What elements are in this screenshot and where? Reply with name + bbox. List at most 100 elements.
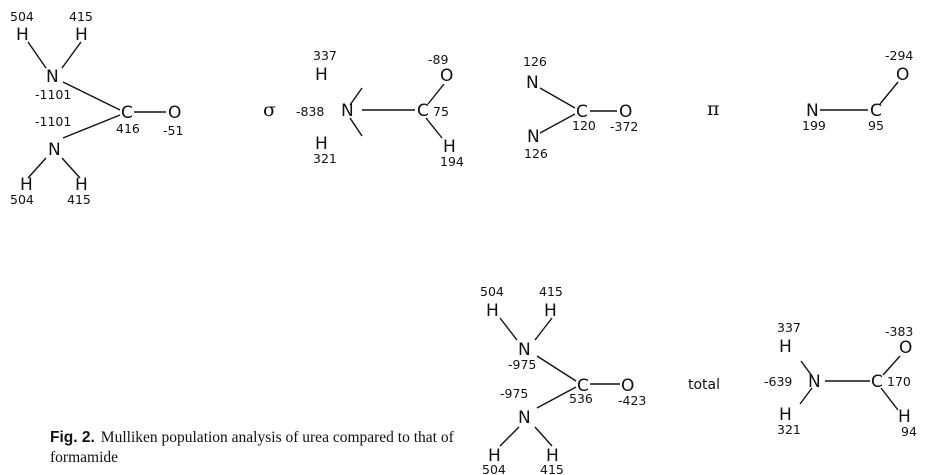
formamide-total-o-charge: -383	[885, 324, 913, 339]
urea-total-h2b-charge: 415	[540, 462, 564, 475]
bond	[62, 114, 121, 139]
formamide-sigma-c-charge: 75	[433, 104, 449, 119]
atom-h: H	[315, 65, 328, 85]
total-label: total	[688, 377, 720, 393]
urea-pi: 126 N C O 120 -372 N 126	[523, 54, 638, 161]
bond	[349, 117, 363, 137]
atom-o: O	[896, 65, 909, 85]
atom-c: C	[576, 102, 588, 122]
caption-text: Mulliken population analysis of urea com…	[50, 429, 454, 466]
atom-n: N	[341, 101, 354, 121]
urea-total-h1b-charge: 415	[539, 284, 563, 299]
atom-n: N	[518, 340, 531, 360]
urea-sigma-h1b-charge: 415	[69, 9, 93, 24]
formamide-pi-o-charge: -294	[885, 48, 913, 63]
atom-h: H	[488, 446, 501, 466]
atom-c: C	[871, 372, 883, 392]
formamide-total-c-charge: 170	[887, 374, 911, 389]
formamide-pi: -294 O N C 199 95	[802, 48, 913, 133]
bond	[27, 157, 47, 179]
formamide-pi-n-charge: 199	[802, 118, 826, 133]
bond	[499, 317, 518, 341]
figure-number: Fig. 2.	[50, 429, 95, 446]
atom-o: O	[899, 338, 912, 358]
urea-sigma-h2b-charge: 415	[67, 192, 91, 207]
formamide-sigma-h2-charge: 321	[313, 151, 337, 166]
atom-n: N	[806, 101, 819, 121]
urea-sigma-n2-charge: -1101	[35, 114, 71, 129]
bond	[425, 117, 443, 139]
atom-h: H	[544, 301, 557, 321]
bond	[61, 157, 81, 179]
atom-h: H	[16, 25, 29, 45]
urea-total-n2-charge: -975	[500, 386, 528, 401]
atom-o: O	[440, 66, 453, 86]
urea-pi-n1-charge: 126	[523, 54, 547, 69]
urea-pi-c-charge: 120	[572, 118, 596, 133]
atom-n: N	[527, 127, 540, 147]
bond	[61, 41, 82, 69]
formamide-sigma-h1-charge: 337	[313, 48, 337, 63]
bond	[534, 426, 553, 447]
pi-label: π	[707, 98, 720, 120]
atom-h: H	[75, 175, 88, 195]
urea-pi-o-charge: -372	[610, 119, 638, 134]
formamide-sigma-o-charge: -89	[428, 52, 448, 67]
atom-n: N	[48, 140, 61, 160]
formamide-total-h2-charge: 321	[777, 422, 801, 437]
urea-pi-n2-charge: 126	[524, 146, 548, 161]
atom-h: H	[75, 25, 88, 45]
bond	[536, 386, 577, 409]
bond	[799, 387, 813, 405]
formamide-total-h3-charge: 94	[901, 424, 917, 439]
urea-sigma-n1-charge: -1101	[35, 87, 71, 102]
atom-n: N	[46, 67, 59, 87]
atom-h: H	[898, 407, 911, 427]
atom-c: C	[870, 101, 882, 121]
bond	[882, 355, 901, 376]
atom-n: N	[518, 408, 531, 428]
atom-c: C	[577, 376, 589, 396]
formamide-sigma-h3-charge: 194	[440, 154, 464, 169]
bond	[534, 317, 553, 341]
atom-h: H	[20, 175, 33, 195]
atom-n: N	[808, 372, 821, 392]
bond	[536, 355, 577, 382]
formamide-total-h1-charge: 337	[777, 320, 801, 335]
formamide-pi-c-charge: 95	[868, 118, 884, 133]
urea-total-h2a-charge: 504	[482, 462, 506, 475]
urea-sigma-h2a-charge: 504	[10, 192, 34, 207]
urea-sigma-c-charge: 416	[116, 121, 140, 136]
urea-sigma-h1a-charge: 504	[10, 9, 34, 24]
formamide-total: 337 -383 H O -639 N C 170 H H 321 94	[764, 320, 917, 439]
bond	[879, 81, 899, 105]
bond	[499, 426, 520, 447]
urea-total-h1a-charge: 504	[480, 284, 504, 299]
urea-sigma: 504 415 H H N -1101 C O -1101 416 -51 N …	[10, 9, 183, 207]
bond	[27, 41, 47, 69]
atom-h: H	[443, 137, 456, 157]
atom-n: N	[526, 73, 539, 93]
figure-caption: Fig. 2.Mulliken population analysis of u…	[50, 428, 460, 468]
urea-total-o-charge: -423	[618, 393, 646, 408]
atom-o: O	[619, 102, 632, 122]
bond	[539, 87, 576, 109]
atom-h: H	[546, 446, 559, 466]
atom-h: H	[486, 301, 499, 321]
sigma-label: σ	[263, 99, 276, 121]
formamide-total-n-charge: -639	[764, 374, 792, 389]
bond	[800, 360, 813, 377]
bond	[62, 81, 121, 111]
atom-c: C	[121, 103, 133, 123]
bond	[427, 83, 445, 105]
bond	[349, 87, 363, 106]
atom-h: H	[779, 405, 792, 425]
urea-total: 504 415 H H N -975 C O -975 536 -423 N H…	[480, 284, 646, 475]
atom-h: H	[315, 134, 328, 154]
formamide-sigma-n-charge: -838	[296, 104, 324, 119]
formamide-sigma: 337 -89 H O -838 N C 75 H H 321 194	[296, 48, 464, 169]
urea-total-n1-charge: -975	[508, 357, 536, 372]
bond	[880, 387, 899, 411]
atom-c: C	[417, 101, 429, 121]
